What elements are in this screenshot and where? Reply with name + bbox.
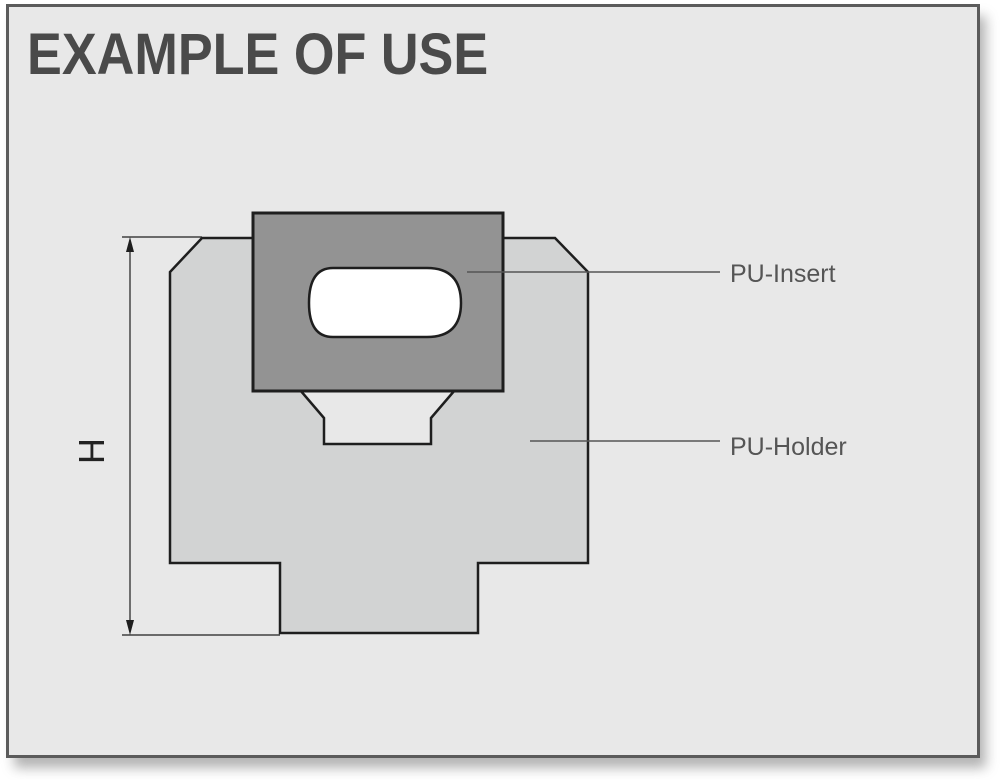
dimension-arrow-bottom bbox=[126, 620, 134, 635]
dimension-arrow-top bbox=[126, 237, 134, 252]
insert-callout-label: PU-Insert bbox=[730, 260, 836, 288]
holder-callout-label: PU-Holder bbox=[730, 433, 847, 461]
holder-recess bbox=[297, 388, 458, 446]
page-title: EXAMPLE OF USE bbox=[27, 22, 489, 87]
insert-opening bbox=[307, 266, 463, 339]
dimension-label: H bbox=[71, 438, 112, 464]
